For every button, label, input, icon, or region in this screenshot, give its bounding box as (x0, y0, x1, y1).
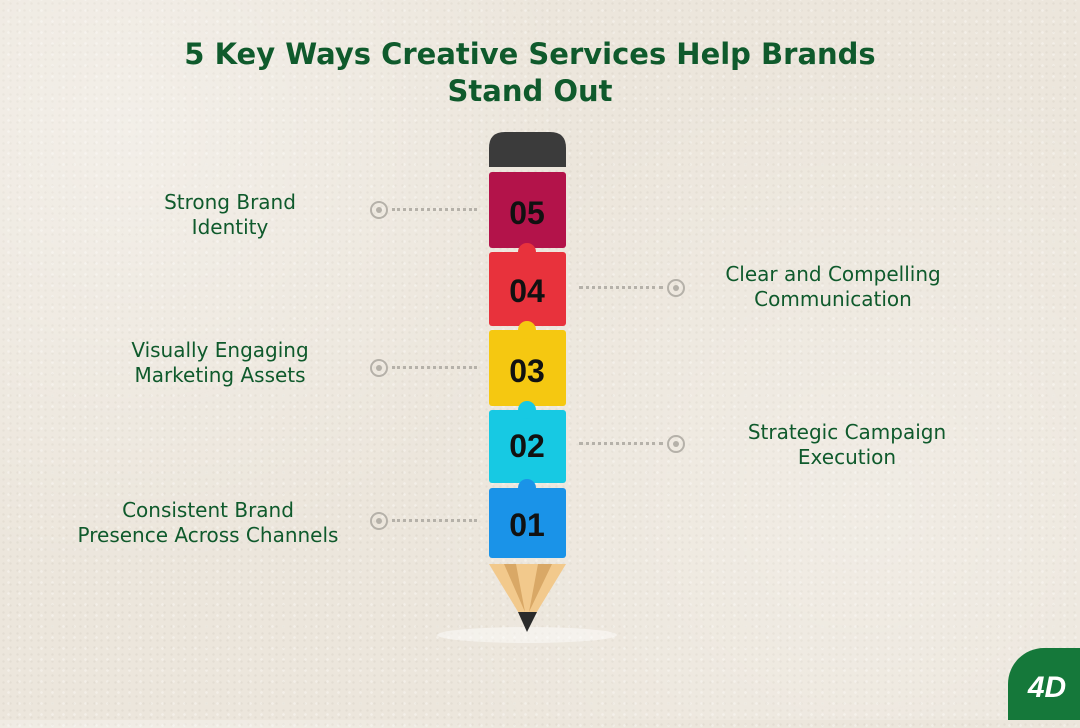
step-label-03-line-1: Visually Engaging (131, 338, 309, 362)
step-label-03-line-2: Marketing Assets (134, 363, 306, 387)
step-label-01-line-1: Consistent Brand (122, 498, 294, 522)
step-label-02: Strategic Campaign Execution (707, 420, 987, 470)
step-label-03: Visually Engaging Marketing Assets (90, 338, 350, 388)
step-label-02-line-2: Execution (797, 445, 897, 469)
brand-logo-text: 4D (1027, 671, 1067, 704)
step-segment-04: 04 (489, 243, 566, 326)
step-number-04: 04 (509, 273, 545, 309)
connector-dot-04 (667, 279, 685, 297)
step-label-02-line-1: Strategic Campaign (747, 420, 947, 444)
connector-dot-03 (370, 359, 388, 377)
page-title: 5 Key Ways Creative Services Help Brands (184, 37, 876, 71)
puzzle-tab-01 (518, 479, 536, 497)
step-number-03: 03 (509, 353, 545, 389)
connector-line-05 (392, 208, 477, 211)
step-block-05 (489, 172, 566, 248)
step-label-05: Strong Brand Identity (130, 190, 330, 240)
connector-dot-02 (667, 435, 685, 453)
pencil-shadow (437, 627, 617, 643)
brand-logo-icon: 4D (1008, 648, 1080, 720)
pencil-wood-shade-2 (529, 564, 552, 612)
pencil-eraser (489, 132, 566, 167)
connector-dot-05 (370, 201, 388, 219)
step-label-05-line-2: Identity (191, 215, 269, 239)
step-label-05-line-1: Strong Brand (164, 190, 296, 214)
puzzle-tab-03 (518, 321, 536, 339)
pencil-wood-shade (504, 564, 525, 612)
step-block-03 (489, 330, 566, 406)
step-label-04: Clear and Compelling Communication (693, 262, 973, 312)
puzzle-tab-02 (518, 401, 536, 419)
connector-line-01 (392, 519, 477, 522)
step-number-05: 05 (509, 195, 545, 231)
step-segment-05: 05 (489, 172, 566, 248)
step-label-01-line-2: Presence Across Channels (77, 523, 339, 547)
connector-line-02 (579, 442, 663, 445)
step-segment-01: 01 (489, 479, 566, 558)
step-label-01: Consistent Brand Presence Across Channel… (55, 498, 361, 548)
step-number-02: 02 (509, 428, 545, 464)
connector-line-03 (392, 366, 477, 369)
page-title-line-2: Stand Out (447, 74, 613, 108)
pencil-lead (518, 612, 537, 632)
connector-dot-01 (370, 512, 388, 530)
step-segment-03: 03 (489, 321, 566, 406)
puzzle-tab-04 (518, 243, 536, 261)
step-block-04 (489, 252, 566, 326)
step-label-04-line-2: Communication (754, 287, 912, 311)
step-segment-02: 02 (489, 401, 566, 483)
connector-line-04 (579, 286, 663, 289)
pencil-wood-tip (489, 564, 566, 620)
step-block-02 (489, 410, 566, 483)
step-number-01: 01 (509, 507, 545, 543)
step-block-01 (489, 488, 566, 558)
step-label-04-line-1: Clear and Compelling (725, 262, 941, 286)
